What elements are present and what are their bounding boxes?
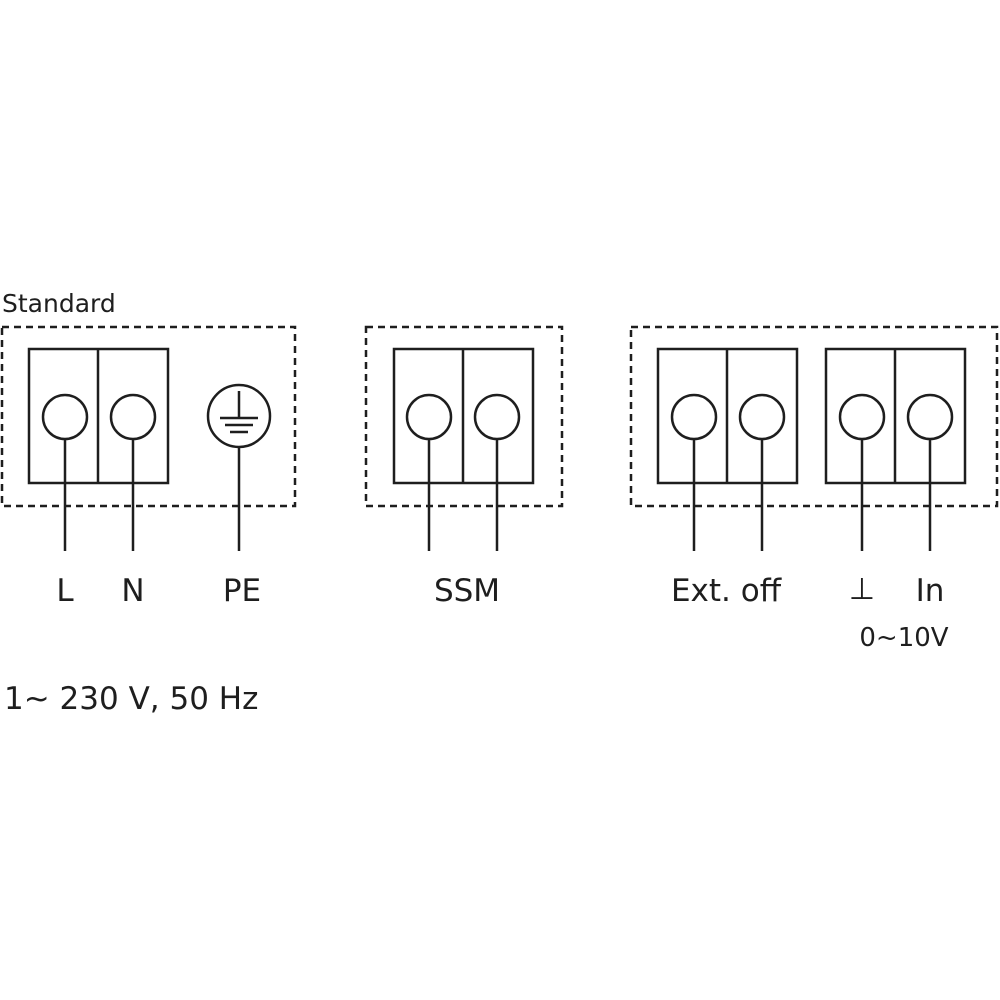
ssm-group (364, 325, 564, 551)
ground-terminal-screw (838, 393, 886, 441)
standard-title: Standard (2, 289, 116, 318)
in-label: In (916, 573, 945, 609)
l-terminal-screw (41, 393, 89, 441)
control-dashed-enclosure (629, 325, 999, 508)
voltage-range-label: 0~10V (859, 623, 948, 653)
standard-dashed-enclosure (0, 325, 297, 508)
n-terminal-screw (109, 393, 157, 441)
ssm-terminal-screw-2 (473, 393, 521, 441)
ssm-terminal-screw-1 (405, 393, 453, 441)
standard-group (0, 325, 297, 551)
ext-off-terminal-screw-1 (670, 393, 718, 441)
ground-symbol-label: ⊥ (849, 572, 875, 607)
n-label: N (121, 573, 144, 609)
ground-icon (206, 383, 272, 449)
ssm-label: SSM (434, 573, 500, 609)
ext-off-terminal-screw-2 (738, 393, 786, 441)
l-label: L (56, 573, 74, 609)
pe-label: PE (223, 573, 261, 609)
control-group (629, 325, 999, 551)
supply-spec: 1~ 230 V, 50 Hz (4, 681, 258, 717)
in-terminal-screw (906, 393, 954, 441)
ext-off-label: Ext. off (671, 573, 782, 609)
ssm-dashed-enclosure (364, 325, 564, 508)
